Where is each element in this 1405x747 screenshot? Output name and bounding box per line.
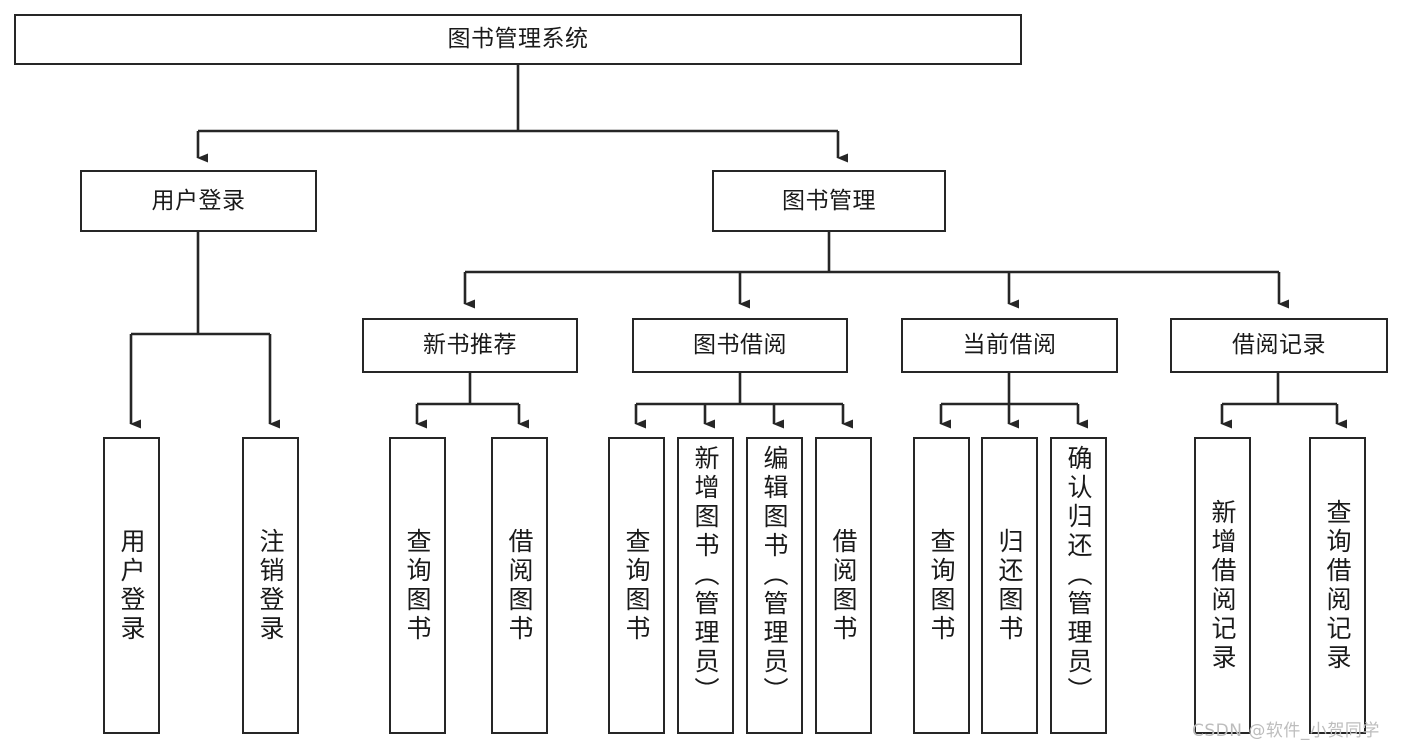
node-label: 查询借阅记录 (1323, 498, 1352, 673)
leaf-current-borrow-return-book[interactable]: 归还图书 (981, 437, 1038, 734)
leaf-borrow-record-add-record[interactable]: 新增借阅记录 (1194, 437, 1251, 734)
node-label: 图书借阅 (693, 332, 787, 359)
leaf-book-borrow-edit-book[interactable]: 编辑图书（管理员） (746, 437, 803, 734)
node-label: 当前借阅 (962, 332, 1057, 359)
leaf-book-borrow-query-book[interactable]: 查询图书 (608, 437, 665, 734)
leaf-book-borrow-add-book[interactable]: 新增图书（管理员） (677, 437, 734, 734)
leaf-book-borrow-borrow-book[interactable]: 借阅图书 (815, 437, 872, 734)
node-label: 新书推荐 (423, 332, 517, 359)
node-label: 新增图书（管理员） (691, 445, 720, 706)
node-label: 借阅记录 (1232, 332, 1326, 359)
node-label: 归还图书 (995, 527, 1024, 644)
node-borrow-record[interactable]: 借阅记录 (1170, 318, 1388, 373)
node-user-login[interactable]: 用户登录 (80, 170, 317, 232)
leaf-user-login-login[interactable]: 用户登录 (103, 437, 160, 734)
node-label: 注销登录 (256, 527, 285, 644)
node-book-management-system[interactable]: 图书管理系统 (14, 14, 1022, 65)
node-label: 图书管理 (782, 187, 876, 214)
node-label: 借阅图书 (505, 527, 534, 644)
leaf-borrow-record-query-record[interactable]: 查询借阅记录 (1309, 437, 1366, 734)
leaf-new-book-borrow-book[interactable]: 借阅图书 (491, 437, 548, 734)
node-label: 编辑图书（管理员） (760, 445, 789, 706)
leaf-current-borrow-confirm-return[interactable]: 确认归还（管理员） (1050, 437, 1107, 734)
node-label: 查询图书 (927, 527, 956, 644)
leaf-user-login-logout[interactable]: 注销登录 (242, 437, 299, 734)
leaf-new-book-query-book[interactable]: 查询图书 (389, 437, 446, 734)
node-current-borrow[interactable]: 当前借阅 (901, 318, 1118, 373)
node-label: 用户登录 (151, 187, 246, 214)
csdn-watermark: CSDN @软件_小贺同学 (1192, 721, 1380, 741)
node-label: 图书管理系统 (447, 26, 589, 53)
node-label: 确认归还（管理员） (1064, 445, 1093, 706)
node-label: 借阅图书 (829, 527, 858, 644)
node-label: 新增借阅记录 (1208, 498, 1237, 673)
node-new-book-recommend[interactable]: 新书推荐 (362, 318, 578, 373)
node-label: 查询图书 (622, 527, 651, 644)
node-book-management[interactable]: 图书管理 (712, 170, 946, 232)
node-label: 用户登录 (117, 527, 146, 644)
node-label: 查询图书 (403, 527, 432, 644)
leaf-current-borrow-query-book[interactable]: 查询图书 (913, 437, 970, 734)
node-book-borrow[interactable]: 图书借阅 (632, 318, 848, 373)
